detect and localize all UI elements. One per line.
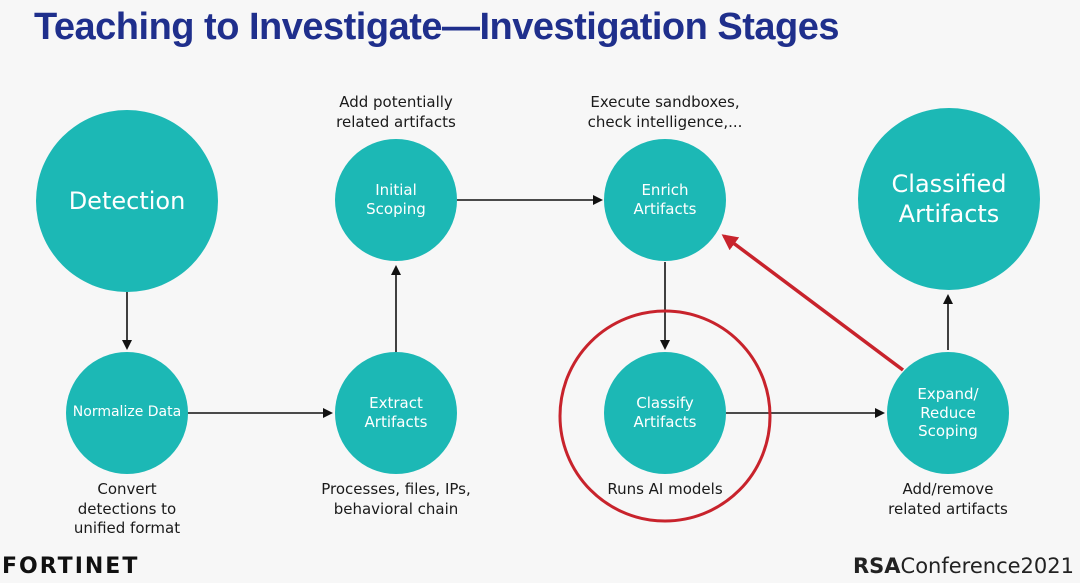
caption-expand: Add/remove related artifacts bbox=[888, 480, 1008, 518]
rsa-conference-logo: RSAConference2021 bbox=[853, 554, 1074, 578]
node-expand-reduce-scoping: Expand/ Reduce Scoping bbox=[887, 352, 1009, 474]
node-classify-artifacts: Classify Artifacts bbox=[604, 352, 726, 474]
rsa-brand: RSA bbox=[852, 554, 901, 578]
node-extract-artifacts: Extract Artifacts bbox=[335, 352, 457, 474]
caption-normalize: Convert detections to unified format bbox=[73, 480, 181, 537]
fortinet-logo: FORTINET bbox=[2, 554, 140, 579]
node-enrich-artifacts: Enrich Artifacts bbox=[604, 139, 726, 261]
caption-enrich: Execute sandboxes, check intelligence,..… bbox=[587, 93, 743, 131]
node-initial-scoping: Initial Scoping bbox=[335, 139, 457, 261]
feedback-arrow-expand-enrich bbox=[721, 234, 905, 372]
highlight-ring bbox=[558, 309, 772, 523]
page-title: Teaching to Investigate—Investigation St… bbox=[34, 6, 840, 48]
caption-classify: Runs AI models bbox=[607, 480, 723, 498]
node-normalize-data: Normalize Data bbox=[66, 352, 188, 474]
conference-text: Conference2021 bbox=[900, 554, 1074, 578]
caption-initial-scoping: Add potentially related artifacts bbox=[336, 93, 456, 131]
node-detection: Detection bbox=[36, 110, 218, 292]
node-classified-artifacts: Classified Artifacts bbox=[858, 108, 1040, 290]
caption-extract: Processes, files, IPs, behavioral chain bbox=[321, 480, 471, 518]
